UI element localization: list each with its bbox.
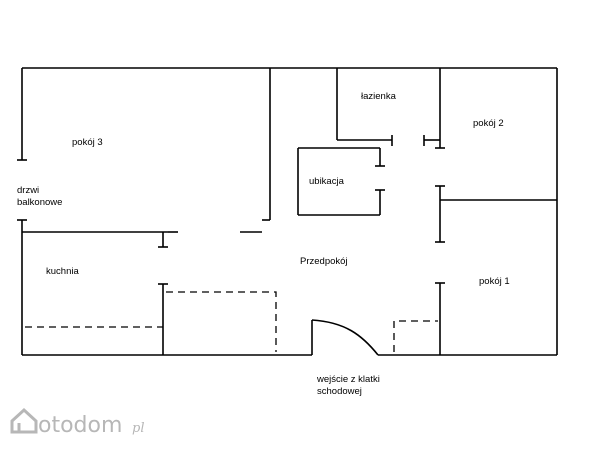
balcony-door-marks <box>17 159 27 221</box>
room-lazienka-walls <box>336 68 445 149</box>
dashed-fixtures <box>25 291 438 352</box>
room-label-pokoj3: pokój 3 <box>72 137 103 148</box>
room-kuchnia-walls <box>158 283 168 355</box>
outer-walls <box>21 67 558 356</box>
otodom-logo: otodom pl <box>10 407 144 438</box>
room-label-lazienka: łazienka <box>361 91 397 102</box>
room-pokoj2-pokoj1-walls <box>435 185 557 355</box>
room-label-balkonowe: balkonowe <box>17 197 62 208</box>
entrance-label-line1: wejście z klatki <box>316 374 380 385</box>
room-label-drzwi: drzwi <box>17 185 39 196</box>
room-label-przedpokoj: Przedpokój <box>300 256 348 267</box>
room-label-pokoj2: pokój 2 <box>473 118 504 129</box>
logo-brand: otodom <box>38 413 122 438</box>
logo-tld: pl <box>132 421 144 436</box>
room-label-kuchnia: kuchnia <box>46 266 79 277</box>
entrance-label-line2: schodowej <box>317 386 362 397</box>
room-label-pokoj1: pokój 1 <box>479 276 510 287</box>
room-label-ubikacja: ubikacja <box>309 176 345 187</box>
room-pokoj3-walls <box>22 68 271 248</box>
entrance-door <box>311 319 379 356</box>
house-icon <box>10 407 38 434</box>
room-ubikacja-walls <box>297 147 385 216</box>
